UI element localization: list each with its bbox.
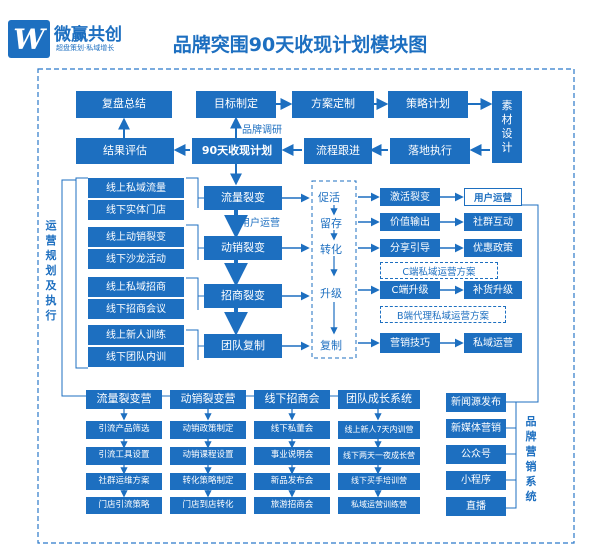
- flow-activate: 促活: [318, 191, 340, 204]
- center-traffic: 流量裂变: [204, 186, 282, 210]
- bottom-col2-item1: 事业说明会: [254, 447, 330, 465]
- logo-letter: W: [13, 22, 45, 56]
- marketing-item-4: 直播: [446, 497, 506, 516]
- marketing-item-3: 小程序: [446, 471, 506, 490]
- marketing-item-2: 公众号: [446, 445, 506, 464]
- right-offer: 优惠政策: [464, 239, 522, 257]
- brand-research-label: 品牌调研: [242, 125, 282, 136]
- bottom-col0-item3: 门店引流策略: [86, 497, 162, 514]
- strategy-box: 策略计划: [388, 91, 468, 118]
- marketing-item-1: 新媒体营销: [446, 419, 506, 438]
- evaluate-box: 结果评估: [76, 138, 174, 164]
- goal-box: 目标制定: [196, 91, 276, 118]
- right-value: 价值输出: [380, 213, 440, 231]
- marketing-system-label: 品牌营销系统: [525, 415, 537, 503]
- follow-box: 流程跟进: [304, 138, 372, 164]
- center-team: 团队复制: [204, 334, 282, 358]
- center-sales: 动销裂变: [204, 236, 282, 260]
- bottom-col2-title: 线下招商会: [254, 390, 330, 409]
- right-community: 社群互动: [464, 213, 522, 231]
- flow-copy: 复制: [320, 339, 342, 352]
- ops-planning-label: 运营规划及执行: [45, 219, 57, 322]
- left-item-4: 线上私域招商: [88, 277, 184, 297]
- flow-upgrade: 升级: [320, 287, 342, 300]
- outer-frame: [37, 68, 575, 544]
- b-plan-box: B端代理私域运营方案: [380, 306, 506, 323]
- core-plan-box: 90天收现计划: [192, 138, 282, 164]
- material-label: 素材设计: [501, 99, 513, 154]
- user-ops-label: 用户运营: [240, 218, 280, 229]
- execute-box: 落地执行: [390, 138, 470, 164]
- brand-name: 微赢共创: [54, 25, 122, 45]
- bottom-col0-item1: 引流工具设置: [86, 447, 162, 465]
- bottom-col2-item2: 新品发布会: [254, 473, 330, 490]
- right-skills: 营销技巧: [380, 333, 440, 353]
- material-box: 素材设计: [492, 91, 522, 163]
- center-invest: 招商裂变: [204, 284, 282, 308]
- flow-frame: [311, 180, 357, 359]
- bottom-col2-item3: 旅游招商会: [254, 497, 330, 514]
- left-item-5: 线下招商会议: [88, 299, 184, 319]
- right-activate: 激活裂变: [380, 188, 440, 206]
- left-item-6: 线上新人训练: [88, 325, 184, 345]
- brand-slogan: 超盘策划·私域增长: [56, 44, 115, 52]
- bottom-col1-item1: 动销课程设置: [170, 447, 246, 465]
- plan-custom-box: 方案定制: [292, 91, 374, 118]
- right-user-ops: 用户运营: [464, 188, 522, 206]
- left-item-7: 线下团队内训: [88, 347, 184, 367]
- marketing-item-0: 新闻源发布: [446, 393, 506, 412]
- bottom-col3-item0: 线上新人7天内训营: [338, 421, 420, 439]
- flow-retain: 留存: [320, 217, 342, 230]
- bottom-col3-item1: 线下两天一夜成长营: [338, 447, 420, 465]
- bottom-col3-item3: 私域运营训练营: [338, 497, 420, 514]
- bottom-col3-item2: 线下买手培训营: [338, 473, 420, 490]
- bottom-col1-item2: 转化策略制定: [170, 473, 246, 490]
- left-item-1: 线下实体门店: [88, 200, 184, 220]
- bottom-col2-item0: 线下私董会: [254, 421, 330, 439]
- left-item-3: 线下沙龙活动: [88, 249, 184, 269]
- bottom-col0-item0: 引流产品筛选: [86, 421, 162, 439]
- bottom-col0-item2: 社群运维方案: [86, 473, 162, 490]
- bottom-col1-title: 动销裂变营: [170, 390, 246, 409]
- c-plan-box: C端私域运营方案: [380, 262, 498, 279]
- brand-logo: W: [8, 20, 50, 58]
- left-item-0: 线上私域流量: [88, 178, 184, 198]
- right-restock: 补货升级: [464, 281, 522, 299]
- right-c-upgrade: C端升级: [380, 281, 440, 299]
- left-item-2: 线上动销裂变: [88, 227, 184, 247]
- bottom-col0-title: 流量裂变营: [86, 390, 162, 409]
- bottom-col1-item3: 门店到店转化: [170, 497, 246, 514]
- review-box: 复盘总结: [76, 91, 172, 118]
- bottom-col1-item0: 动销政策制定: [170, 421, 246, 439]
- bottom-col3-title: 团队成长系统: [338, 390, 420, 409]
- right-private-ops: 私域运营: [464, 333, 522, 353]
- flow-convert: 转化: [320, 243, 342, 256]
- right-share: 分享引导: [380, 239, 440, 257]
- page-title: 品牌突围90天收现计划模块图: [172, 34, 428, 56]
